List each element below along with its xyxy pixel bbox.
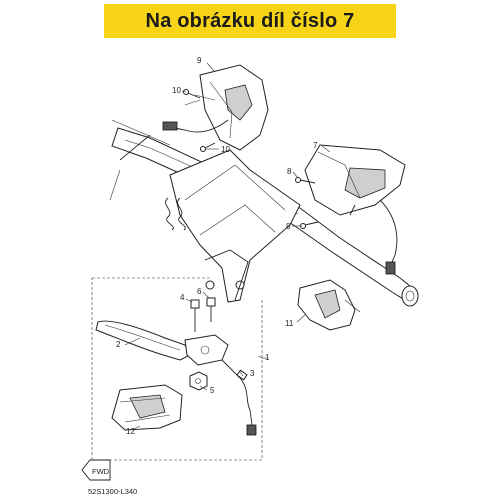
- screw-10-upper: [183, 89, 201, 99]
- leader-lines: [124, 62, 331, 431]
- assembly-box-1: [91, 277, 268, 461]
- callout-4: 4: [180, 293, 185, 302]
- banner-text: Na obrázku díl číslo 7: [145, 9, 355, 32]
- part-7-right-switch: [304, 144, 406, 275]
- part-6-bolt: [206, 297, 216, 322]
- callout-7: 7: [313, 141, 318, 150]
- title-banner: Na obrázku díl číslo 7: [104, 4, 396, 38]
- callout-8-upper: 8: [287, 167, 292, 176]
- callout-5: 5: [210, 386, 215, 395]
- callout-12: 12: [126, 427, 135, 436]
- callout-2: 2: [116, 340, 121, 349]
- lever-holder: [184, 334, 229, 366]
- part-2-lever: [95, 320, 191, 361]
- handlebar-frame: [109, 119, 301, 303]
- diagram-code: 52S1300-L340: [88, 487, 137, 496]
- part-12-switch-unit: [111, 384, 183, 431]
- part-5-nut: [189, 371, 208, 391]
- part-9-switch-housing: [162, 64, 269, 151]
- callout-3: 3: [250, 369, 255, 378]
- callout-10-lower: 10: [221, 145, 230, 154]
- fwd-arrow-icon: FWD: [81, 459, 111, 481]
- part-11-lever-bracket: [297, 279, 361, 331]
- fwd-label: FWD: [92, 467, 110, 476]
- callout-6: 6: [197, 287, 202, 296]
- callout-11: 11: [285, 319, 294, 328]
- screw-8-lower: [300, 221, 319, 229]
- part-4-bolt: [190, 299, 200, 332]
- callout-1: 1: [265, 353, 270, 362]
- screw-10-lower: [200, 142, 216, 152]
- callout-10-upper: 10: [172, 86, 181, 95]
- callout-8-lower: 8: [286, 222, 291, 231]
- callout-9: 9: [197, 56, 202, 65]
- screw-8-upper: [295, 177, 316, 184]
